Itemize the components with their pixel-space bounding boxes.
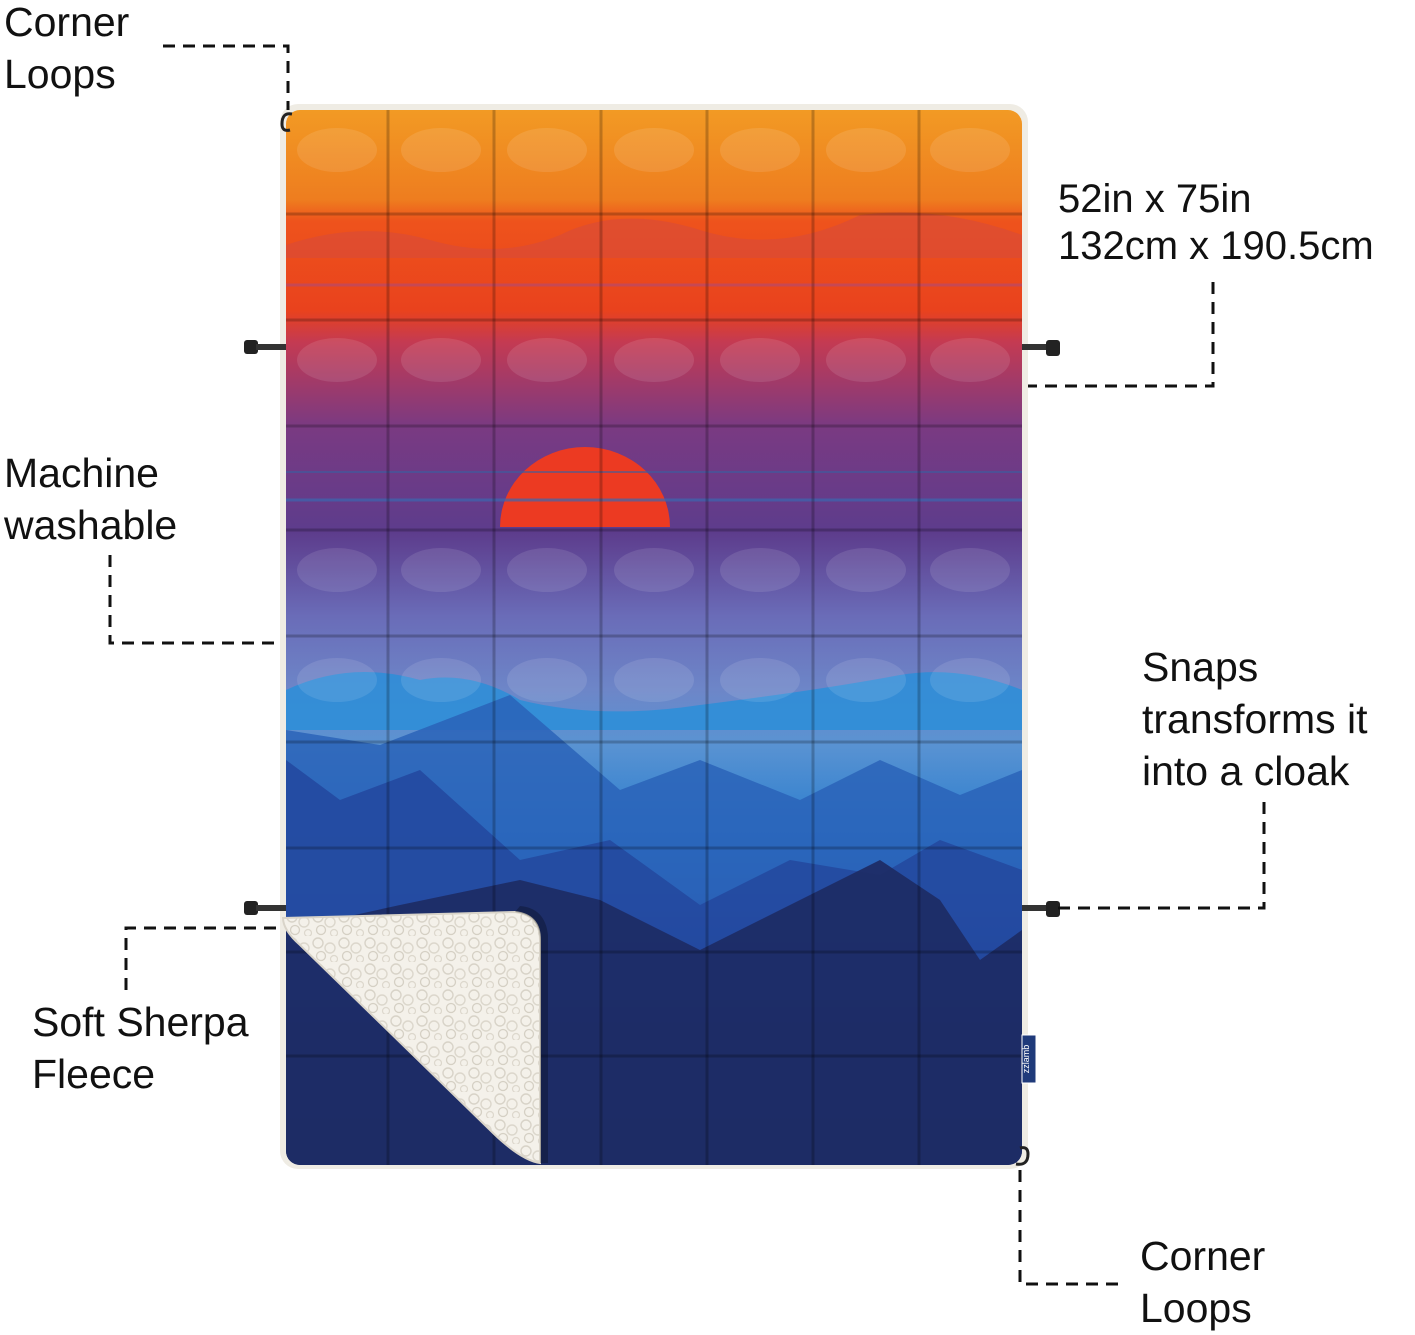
brand-tag-text: zzlamb <box>1021 1045 1031 1074</box>
callout-line: Corner <box>4 0 130 45</box>
callout-line: Machine <box>4 450 159 496</box>
leader-machine-washable <box>108 555 280 645</box>
snap-left-bottom <box>244 901 286 915</box>
callout-line: Soft Sherpa <box>32 999 249 1045</box>
snap-left-top <box>244 340 286 354</box>
callout-snaps: Snaps transforms it into a cloak <box>1142 641 1368 797</box>
leader-dimensions <box>1028 282 1215 388</box>
sherpa-fleece-corner <box>281 910 541 1165</box>
dimensions-imperial: 52in x 75in <box>1058 177 1252 221</box>
corner-loop-top-left <box>280 112 293 132</box>
snap-right-top <box>1022 340 1060 356</box>
corner-loop-bottom-right <box>1015 1146 1030 1166</box>
callout-corner-loops-top: Corner Loops <box>4 0 129 100</box>
dimensions-metric: 132cm x 190.5cm <box>1058 224 1374 268</box>
puff-highlights <box>297 128 1010 702</box>
callout-line: into a cloak <box>1142 748 1350 794</box>
leader-snaps <box>1055 802 1266 910</box>
snap-right-bottom <box>1022 901 1060 917</box>
callout-line: Corner <box>1140 1233 1266 1279</box>
leader-corner-top <box>163 44 290 110</box>
callout-dimensions: 52in x 75in 132cm x 190.5cm <box>1058 176 1374 270</box>
callout-line: Loops <box>1140 1285 1252 1331</box>
leader-sherpa <box>124 926 280 990</box>
callout-line: transforms it <box>1142 696 1368 742</box>
leader-corner-bottom <box>1018 1170 1120 1286</box>
callout-line: Snaps <box>1142 644 1259 690</box>
callout-line: washable <box>4 502 178 548</box>
leader-lines <box>108 44 1266 1286</box>
callout-line: Loops <box>4 51 116 97</box>
callout-corner-loops-bottom: Corner Loops <box>1140 1230 1265 1334</box>
callout-sherpa-fleece: Soft Sherpa Fleece <box>32 996 249 1100</box>
callout-line: Fleece <box>32 1051 156 1097</box>
distant-ridge-top <box>286 212 1022 258</box>
brand-tag <box>1021 1034 1037 1084</box>
setting-sun <box>500 447 670 527</box>
fold-shadow <box>515 906 548 1163</box>
callout-machine-washable: Machine washable <box>4 447 177 551</box>
